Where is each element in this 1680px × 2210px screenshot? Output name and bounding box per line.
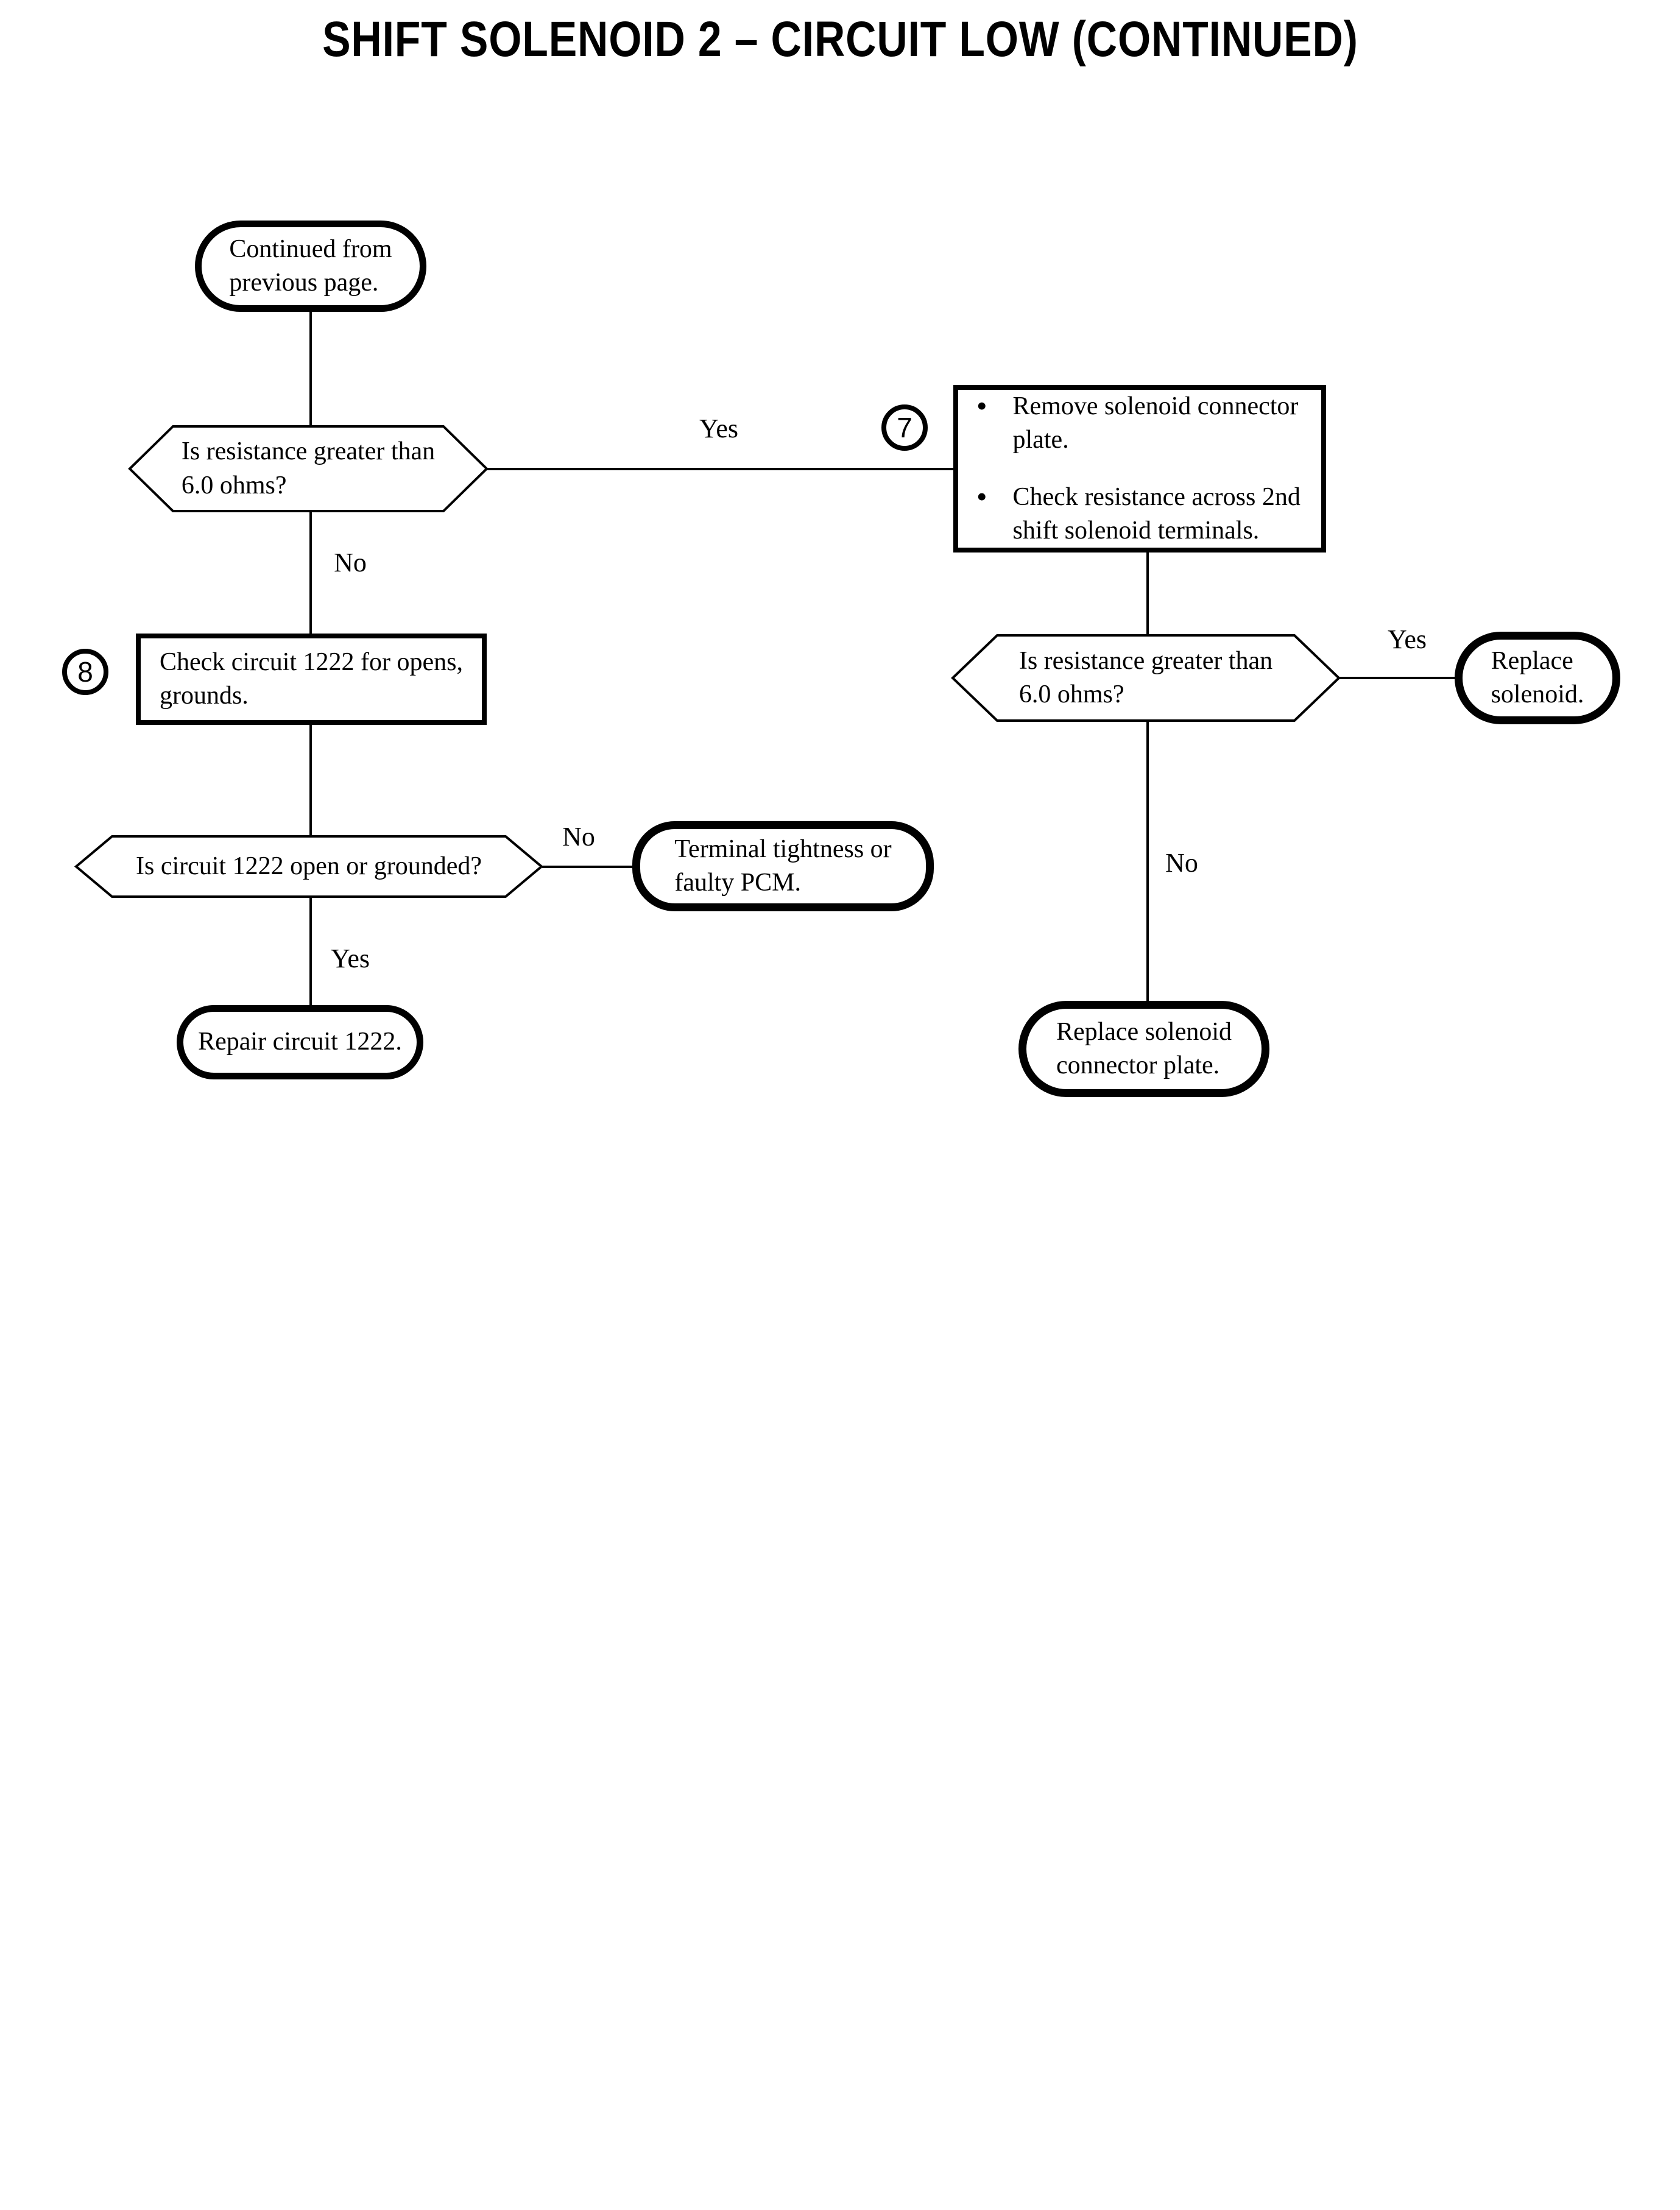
- step7-bullet-item-1: • Remove solenoid connector plate.: [976, 390, 1309, 457]
- step-number-8: 8: [77, 656, 93, 688]
- step-number-7: 7: [897, 412, 912, 443]
- terminal-pcm-label: Terminal tightness or faulty PCM.: [674, 835, 892, 897]
- decision3-node: Is resistance greater than 6.0 ohms?: [951, 634, 1341, 722]
- connector-step7-to-decision3: [1146, 550, 1149, 636]
- edge-label-no-2: No: [562, 822, 595, 852]
- decision2-label: Is circuit 1222 open or grounded?: [135, 852, 482, 880]
- step7-bullet-item-2: • Check resistance across 2nd shift sole…: [976, 481, 1309, 548]
- bullet-icon: •: [976, 388, 987, 423]
- connector-decision2-yes: [309, 897, 312, 1008]
- decision1-node: Is resistance greater than 6.0 ohms?: [128, 425, 489, 513]
- connector-decision1-yes: [487, 468, 955, 470]
- decision2-hexagon-shape: [74, 835, 543, 898]
- page-title: SHIFT SOLENOID 2 – CIRCUIT LOW (CONTINUE…: [322, 12, 1358, 67]
- connector-decision3-yes: [1339, 677, 1457, 679]
- decision2-node: Is circuit 1222 open or grounded?: [74, 835, 543, 898]
- terminal-pcm-node: Terminal tightness or faulty PCM.: [632, 821, 934, 911]
- replace-plate-node: Replace solenoid connector plate.: [1018, 1001, 1269, 1097]
- decision3-hexagon-shape: [951, 634, 1341, 722]
- edge-label-yes-3: Yes: [1387, 624, 1427, 654]
- step-number-8-badge: 8: [62, 649, 108, 695]
- start-node-label: Continued from previous page.: [229, 235, 392, 297]
- edge-label-no-3: No: [1165, 848, 1198, 878]
- step7-bullet-text-1: Remove solenoid connector plate.: [1012, 392, 1299, 454]
- edge-label-no-1: No: [334, 548, 367, 577]
- edge-label-yes-2: Yes: [330, 944, 370, 973]
- repair-circuit-label: Repair circuit 1222.: [198, 1028, 402, 1056]
- connector-decision1-no: [309, 512, 312, 636]
- step8-action-box: Check circuit 1222 for opens, grounds.: [136, 634, 487, 725]
- connector-start-to-decision1: [309, 311, 312, 428]
- bullet-icon: •: [976, 479, 987, 514]
- step7-bullet-text-2: Check resistance across 2nd shift soleno…: [1012, 482, 1301, 545]
- step8-label: Check circuit 1222 for opens, grounds.: [159, 648, 464, 710]
- edge-label-yes-1: Yes: [699, 414, 739, 443]
- replace-plate-label: Replace solenoid connector plate.: [1056, 1017, 1232, 1079]
- step7-action-box: • Remove solenoid connector plate. • Che…: [953, 385, 1326, 552]
- decision3-label: Is resistance greater than 6.0 ohms?: [1018, 646, 1273, 708]
- step-number-7-badge: 7: [881, 404, 928, 451]
- replace-solenoid-label: Replace solenoid.: [1491, 646, 1584, 708]
- page-title-row: SHIFT SOLENOID 2 – CIRCUIT LOW (CONTINUE…: [0, 12, 1680, 67]
- decision1-hexagon-shape: [128, 425, 489, 512]
- start-node: Continued from previous page.: [195, 221, 426, 312]
- connector-step8-to-decision2: [309, 724, 312, 837]
- repair-circuit-node: Repair circuit 1222.: [177, 1005, 423, 1079]
- decision1-label: Is resistance greater than 6.0 ohms?: [181, 437, 436, 500]
- replace-solenoid-node: Replace solenoid.: [1455, 632, 1620, 724]
- connector-decision2-no: [542, 866, 635, 868]
- connector-decision3-no: [1146, 721, 1149, 1003]
